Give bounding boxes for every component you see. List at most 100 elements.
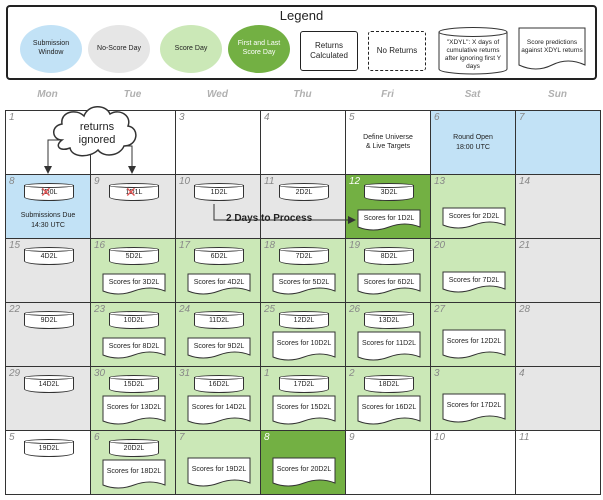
score-document: Scores for 12D2L bbox=[442, 329, 506, 361]
returns-label: 17D2L bbox=[293, 381, 315, 388]
day-number: 10 bbox=[434, 432, 446, 443]
score-document: Scores for 13D2L bbox=[102, 395, 166, 427]
day-number: 25 bbox=[264, 304, 276, 315]
score-document: Scores for 7D2L bbox=[442, 271, 506, 295]
legend-submission-window-label: Submission Window bbox=[32, 40, 70, 56]
cylinder-top bbox=[279, 247, 329, 252]
score-label: Scores for 8D2L bbox=[108, 342, 160, 350]
day-number: 24 bbox=[179, 304, 191, 315]
returns-cylinder: 2D2L bbox=[279, 183, 329, 201]
returns-label: 10D2L bbox=[123, 317, 145, 324]
legend-score-day: Score Day bbox=[160, 25, 222, 73]
cylinder-top bbox=[24, 311, 74, 316]
returns-cylinder: 5D2L bbox=[109, 247, 159, 265]
day-number: 13 bbox=[434, 176, 446, 187]
returns-ignored-label: returns ignored bbox=[64, 121, 130, 146]
returns-cylinder: 1D0L✕ bbox=[24, 183, 74, 201]
returns-label: 18D2L bbox=[378, 381, 400, 388]
returns-cylinder: 17D2L bbox=[279, 375, 329, 393]
day-number: 11 bbox=[519, 432, 530, 443]
returns-cylinder: 13D2L bbox=[364, 311, 414, 329]
returns-cylinder: 8D2L bbox=[364, 247, 414, 265]
cylinder-top bbox=[24, 247, 74, 252]
cylinder-top bbox=[364, 375, 414, 380]
day-number: 27 bbox=[434, 304, 446, 315]
calendar-cell: 11 bbox=[515, 430, 601, 495]
score-label: Scores for 15D2L bbox=[276, 404, 332, 412]
day-number: 31 bbox=[179, 368, 191, 379]
day-header-mon: Mon bbox=[37, 89, 58, 100]
cylinder-top bbox=[364, 247, 414, 252]
day-number: 4 bbox=[519, 368, 525, 379]
cylinder-top bbox=[364, 311, 414, 316]
document-icon bbox=[187, 457, 251, 487]
returns-cylinder: 18D2L bbox=[364, 375, 414, 393]
document-icon bbox=[442, 393, 506, 423]
document-icon bbox=[518, 27, 586, 70]
document-icon bbox=[187, 273, 251, 295]
day-number: 23 bbox=[94, 304, 106, 315]
day-number: 2 bbox=[349, 368, 355, 379]
returns-label: 7D2L bbox=[295, 253, 313, 260]
score-label: Scores for 12D2L bbox=[446, 338, 502, 346]
day-number: 19 bbox=[349, 240, 361, 251]
submissions-due-note: Submissions Due bbox=[20, 212, 76, 219]
day-number: 21 bbox=[519, 240, 531, 251]
day-number: 1 bbox=[9, 112, 15, 123]
document-icon bbox=[187, 395, 251, 425]
cylinder-top bbox=[194, 375, 244, 380]
cylinder-top bbox=[279, 183, 329, 188]
calendar-cell: 28 bbox=[515, 302, 601, 367]
returns-label: 20D2L bbox=[123, 445, 145, 452]
document-icon bbox=[102, 273, 166, 295]
cylinder-top bbox=[194, 247, 244, 252]
returns-cylinder: 10D2L bbox=[109, 311, 159, 329]
ignored-x-icon: ✕ bbox=[125, 184, 137, 200]
legend-returns-calculated-label: Returns Calculated bbox=[310, 41, 348, 60]
returns-cylinder: 12D2L bbox=[279, 311, 329, 329]
document-icon bbox=[357, 273, 421, 295]
score-label: Scores for 4D2L bbox=[193, 278, 245, 286]
score-label: Scores for 19D2L bbox=[191, 466, 247, 474]
score-document: Scores for 19D2L bbox=[187, 457, 251, 489]
returns-cylinder: 15D2L bbox=[109, 375, 159, 393]
returns-cylinder: 3D2L bbox=[364, 183, 414, 201]
day-number: 16 bbox=[94, 240, 106, 251]
score-label: Scores for 2D2L bbox=[448, 212, 500, 220]
score-document: Scores for 20D2L bbox=[272, 457, 336, 489]
day-number: 12 bbox=[349, 176, 361, 187]
calendar-cell: 10 bbox=[430, 430, 516, 495]
day-header-thu: Thu bbox=[293, 89, 312, 100]
day-header-sun: Sun bbox=[548, 89, 567, 100]
calendar-cell: 4 bbox=[260, 110, 346, 175]
legend-title: Legend bbox=[279, 8, 324, 23]
cylinder-top bbox=[279, 311, 329, 316]
score-document: Scores for 8D2L bbox=[102, 337, 166, 361]
returns-cylinder: 6D2L bbox=[194, 247, 244, 265]
returns-label: 12D2L bbox=[293, 317, 315, 324]
score-document: Scores for 11D2L bbox=[357, 331, 421, 363]
document-icon bbox=[442, 329, 506, 359]
calendar-cell: 3 bbox=[175, 110, 261, 175]
legend-submission-window: Submission Window bbox=[20, 25, 82, 73]
legend-no-score-day-label: No-Score Day bbox=[97, 44, 141, 52]
document-icon bbox=[357, 395, 421, 425]
day-number: 14 bbox=[519, 176, 531, 187]
day-header-fri: Fri bbox=[381, 89, 394, 100]
day-header-tue: Tue bbox=[123, 89, 142, 100]
day-number: 6 bbox=[94, 432, 100, 443]
cylinder-top bbox=[194, 183, 244, 188]
